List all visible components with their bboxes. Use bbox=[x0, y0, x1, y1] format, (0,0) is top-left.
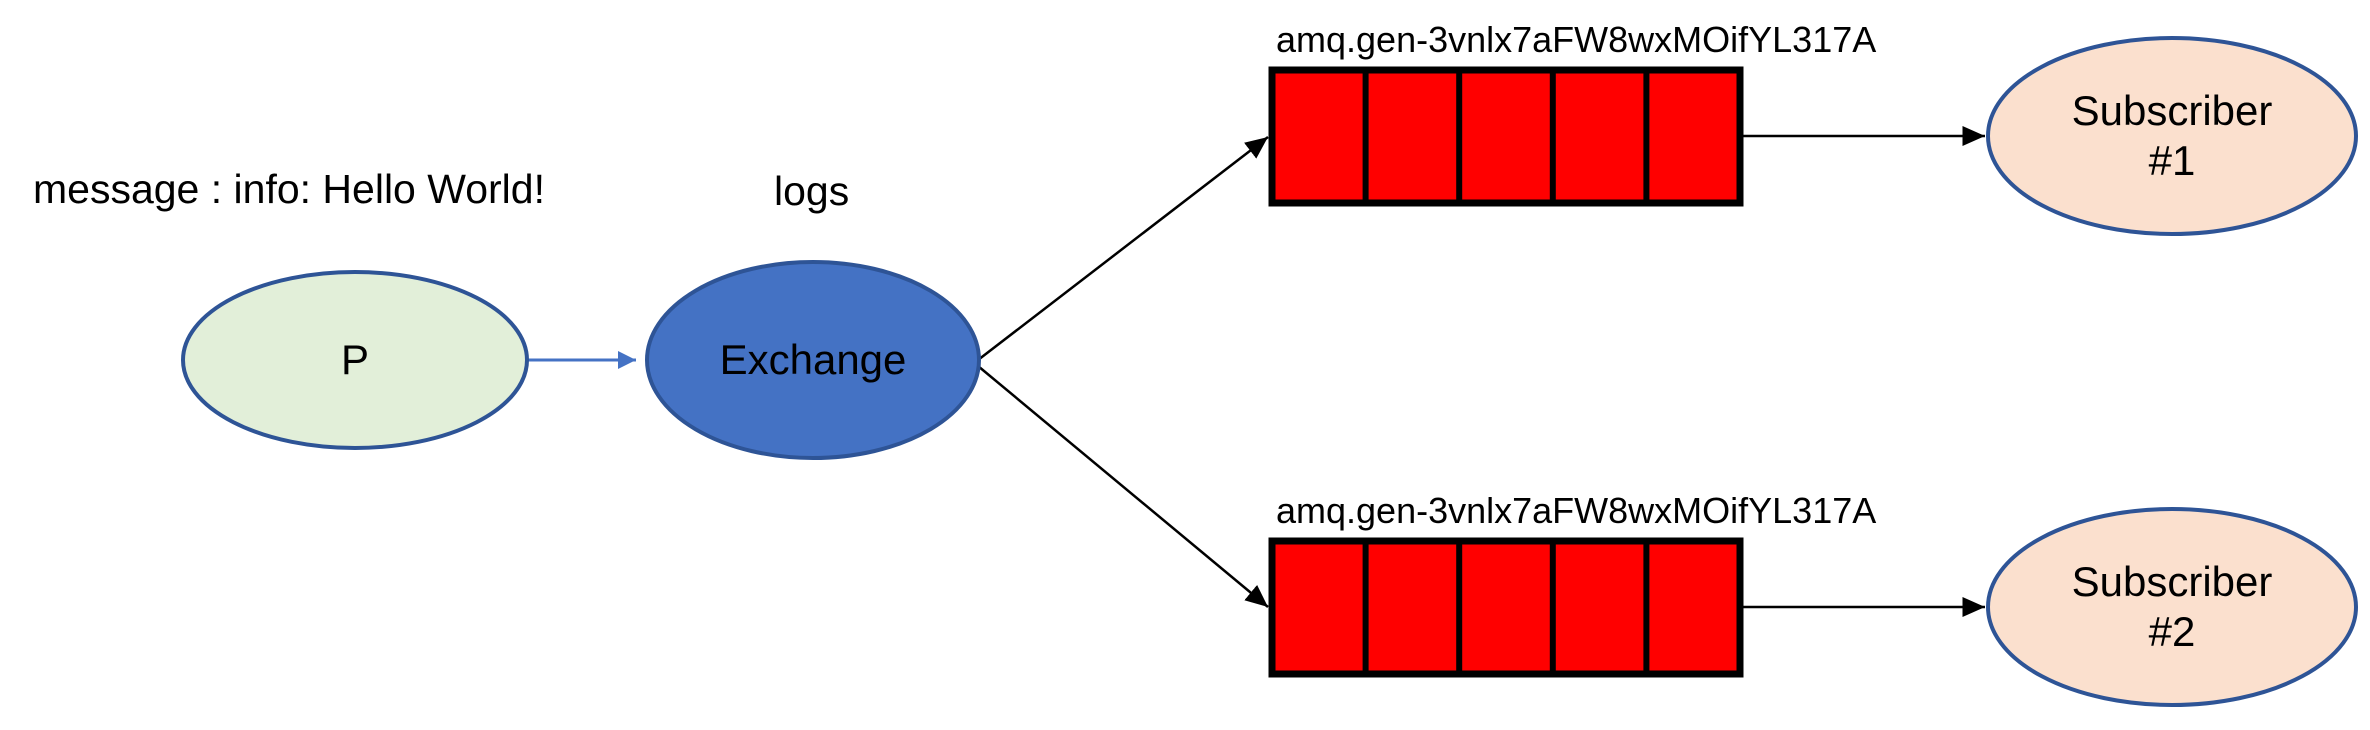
queue-top-name-label: amq.gen-3vnlx7aFW8wxMOifYL317A bbox=[1276, 19, 1877, 60]
exchange-name-label: logs bbox=[774, 168, 850, 214]
message-label: message : info: Hello World! bbox=[33, 166, 545, 212]
edge-exchange-to-queue-top bbox=[977, 136, 1269, 361]
queue-bottom[interactable] bbox=[1268, 537, 1744, 678]
edge-exchange-to-queue-bottom bbox=[977, 365, 1269, 608]
queue-bottom-name-label: amq.gen-3vnlx7aFW8wxMOifYL317A bbox=[1276, 490, 1877, 531]
subscriber-1-node[interactable] bbox=[1986, 36, 2358, 236]
exchange-node[interactable] bbox=[645, 260, 981, 460]
queue-top[interactable] bbox=[1268, 66, 1744, 207]
producer-node[interactable] bbox=[181, 270, 529, 450]
subscriber-2-node[interactable] bbox=[1986, 507, 2358, 707]
